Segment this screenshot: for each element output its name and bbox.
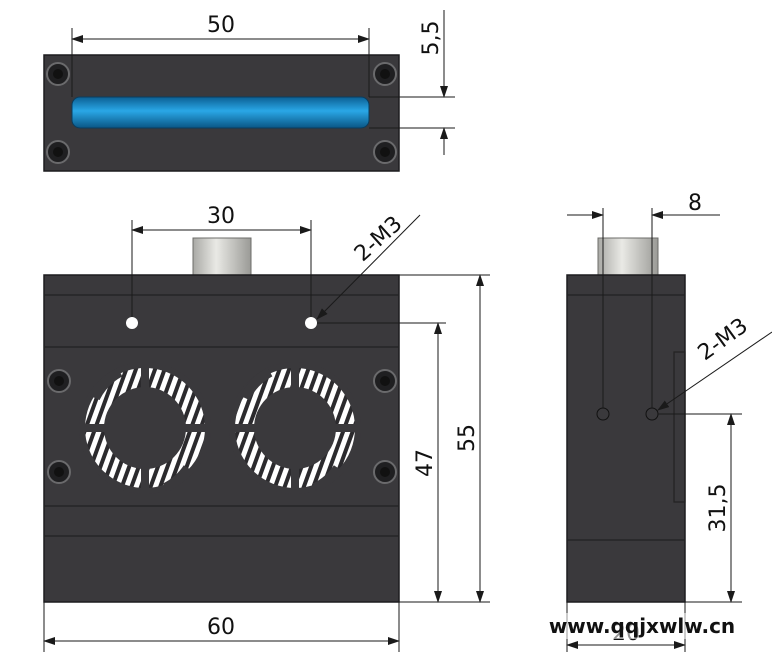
screw-icon: [373, 369, 397, 393]
dim-side-offset-label: 8: [688, 191, 702, 216]
m3-hole: [305, 317, 317, 329]
side-view: 8 2-M3 31,5 20: [566, 191, 772, 652]
watermark: www.qqjxwlw.cn: [549, 614, 735, 638]
front-hole-callout: 2-M3: [350, 212, 408, 267]
m3-hole: [126, 317, 138, 329]
fan-icon: [229, 362, 361, 494]
dim-hole-spacing-label: 30: [207, 204, 235, 229]
screw-icon: [373, 140, 397, 164]
dimension-hole-height: [317, 322, 490, 603]
dimension-overall-height: [399, 274, 490, 603]
led-window: [71, 96, 370, 129]
dimension-slot-height: [369, 10, 455, 155]
dim-overall-width-label: 60: [207, 615, 235, 640]
fitting: [597, 237, 659, 276]
fan-icon: [79, 362, 211, 494]
dim-top-width-label: 50: [207, 13, 235, 38]
leader-line: [657, 331, 772, 411]
screw-icon: [373, 62, 397, 86]
front-view: 30 2-M3 47 55 60: [43, 204, 490, 652]
screw-icon: [46, 140, 70, 164]
screw-icon: [47, 460, 71, 484]
dimension-side-hole-height: [658, 413, 742, 603]
m3-hole: [596, 407, 610, 421]
top-view: 50 5,5: [43, 10, 455, 172]
side-flange: [673, 351, 686, 503]
dimension-side-offset: [567, 208, 720, 408]
leader-line: [316, 214, 421, 320]
dimension-hole-spacing: [131, 220, 312, 317]
dimension-top-width: [71, 28, 370, 97]
dim-side-hole-height-label: 31,5: [706, 484, 731, 533]
screw-icon: [373, 460, 397, 484]
watermark-bg: [546, 613, 746, 639]
dim-hole-height-label: 47: [413, 449, 438, 477]
dim-slot-height-label: 5,5: [419, 21, 444, 56]
screw-icon: [47, 369, 71, 393]
side-hole-callout: 2-M3: [694, 313, 753, 366]
m3-hole: [645, 407, 659, 421]
screw-icon: [46, 62, 70, 86]
dim-overall-height-label: 55: [455, 424, 480, 452]
dimension-overall-width: [43, 602, 400, 652]
fitting: [192, 237, 252, 276]
side-view-body: [566, 274, 686, 603]
